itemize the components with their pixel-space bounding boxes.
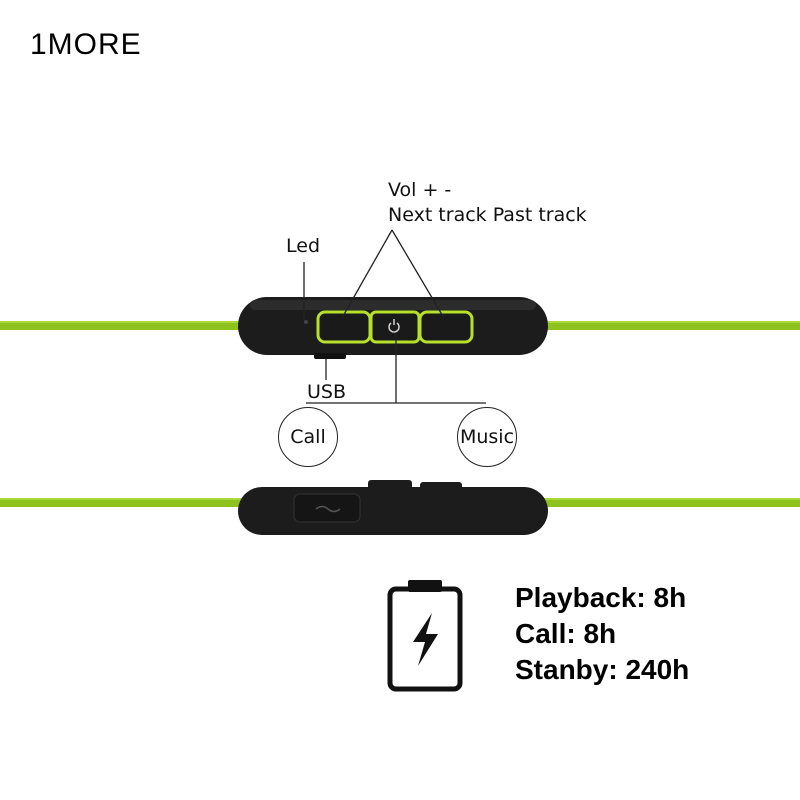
callout-lines [303,229,486,404]
usb-label: USB [307,381,347,403]
remote-front-view [0,297,800,359]
power-icon [388,319,400,333]
brand-logo: 1MORE [30,28,142,61]
call-time: Call: 8h [515,618,617,649]
music-label: Music [459,426,515,448]
remote-back-view [0,480,800,535]
call-circle: Call [278,407,338,467]
led-label: Led [286,235,321,257]
tracks-label: Next track Past track [388,204,587,226]
usb-port [314,353,346,359]
playback-time: Playback: 8h [515,582,687,613]
vol-plus-button [316,310,372,344]
lightning-bolt-icon [413,613,438,666]
vol-label: Vol + - [388,179,452,201]
multifunction-button [369,310,421,344]
battery-specs: Playback: 8h Call: 8h Stanby: 240h [515,580,689,688]
vol-minus-button [418,310,474,344]
call-label: Call [290,426,326,448]
standby-time: Stanby: 240h [515,654,690,685]
remote-body-back [238,487,548,535]
led-indicator [304,320,308,324]
music-circle: Music [457,407,517,467]
battery-charging-icon [387,580,463,692]
